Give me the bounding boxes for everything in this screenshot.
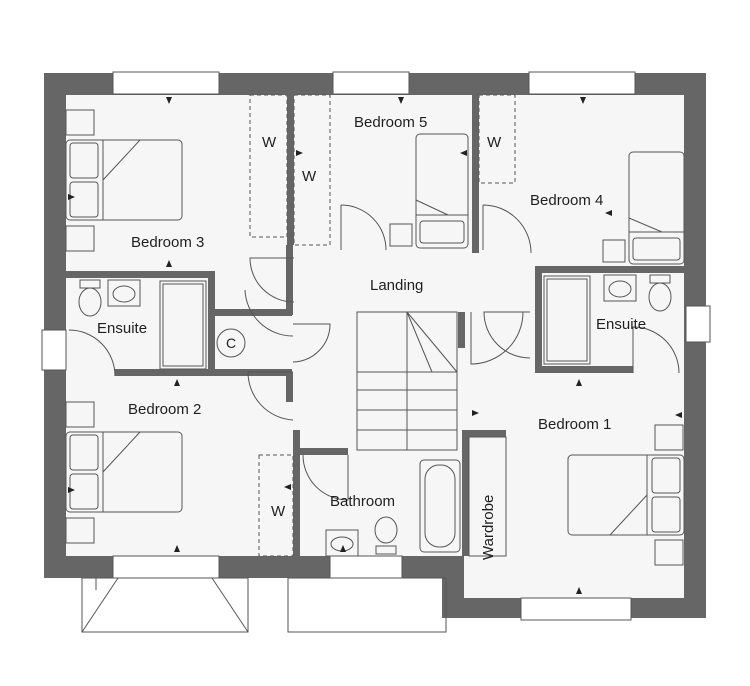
double-bed-icon [65,109,183,252]
double-bed-icon [567,424,685,566]
room-label-bathroom: Bathroom [330,493,395,510]
shower-icon [159,280,207,370]
window-icon [528,71,636,95]
room-label-bedroom-1: Bedroom 1 [538,416,611,433]
window-icon [685,305,711,343]
shower-icon [543,275,591,365]
window-icon [520,597,632,621]
window-icon [329,555,403,579]
wardrobe-marker-bedroom-4: W [487,134,502,151]
bath-icon [419,459,461,553]
toilet-icon [648,274,672,312]
basin-icon [107,279,141,307]
wardrobe-markers: W W W W C [226,134,502,520]
cupboard-marker: C [226,335,236,351]
room-label-ensuite-right: Ensuite [596,316,646,333]
toilet-icon [374,516,398,555]
arrow-markers [68,97,682,594]
wardrobe-cupboard [468,436,507,557]
window-icon [332,71,410,95]
room-label-wardrobe: Wardrobe [480,495,497,560]
room-label-bedroom-3: Bedroom 3 [131,234,204,251]
window-icon [112,71,220,95]
window-icon-group [41,71,711,621]
wardrobe-marker-bedroom-2: W [271,503,286,520]
toilet-icon [78,279,102,317]
door-swing-icon [68,204,680,501]
floor-area [44,73,706,618]
window-icon [41,329,67,371]
room-label-ensuite-left: Ensuite [97,320,147,337]
single-bed-icon [389,133,469,249]
room-label-bedroom-5: Bedroom 5 [354,114,427,131]
wardrobe-outlines [249,94,516,557]
staircase-icon [356,311,458,451]
room-label-bedroom-2: Bedroom 2 [128,401,201,418]
wardrobe-marker-landing: W [302,168,317,185]
single-bed-icon [602,151,685,265]
basin-icon [603,274,637,302]
porch-canopy [287,577,447,633]
room-label-landing: Landing [370,277,423,294]
room-labels: Bedroom 3 Bedroom 5 Bedroom 4 Landing En… [97,114,646,560]
room-label-bedroom-4: Bedroom 4 [530,192,603,209]
wardrobe-marker-bedroom-3: W [262,134,277,151]
cupboard-icon [216,328,246,358]
window-icon [112,555,220,579]
bay-window [81,577,249,633]
